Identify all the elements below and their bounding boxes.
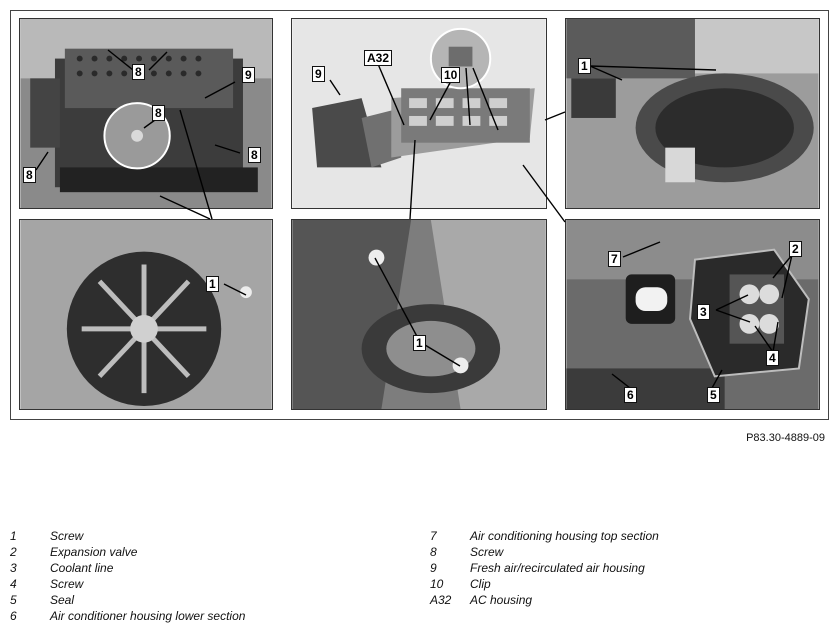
- legend-number: 5: [10, 593, 17, 607]
- callout-label: 4: [766, 350, 779, 366]
- legend-number: 10: [430, 577, 444, 591]
- legend-text: Fresh air/recirculated air housing: [470, 561, 645, 575]
- callout-label: A32: [364, 50, 393, 66]
- legend-text: Clip: [470, 577, 491, 591]
- callout-label: 8: [152, 105, 165, 121]
- photo-panel-bottom-right: [565, 219, 820, 410]
- callout-label: 5: [707, 387, 720, 403]
- photo-panel-bottom-middle: [291, 219, 547, 410]
- callout-label: 8: [132, 64, 145, 80]
- legend-number: 6: [10, 609, 17, 623]
- legend-item: 8 Screw: [430, 544, 659, 560]
- legend-number: 2: [10, 545, 17, 559]
- legend-text: Seal: [50, 593, 75, 607]
- legend-text: Screw: [50, 577, 84, 591]
- legend-number: 1: [10, 529, 17, 543]
- legend-number: 7: [430, 529, 437, 543]
- legend-item: 2 Expansion valve: [10, 544, 245, 560]
- callout-label: 6: [624, 387, 637, 403]
- legend-number: A32: [430, 593, 452, 607]
- legend-item: 1 Screw: [10, 528, 245, 544]
- callout-label: 1: [413, 335, 426, 351]
- legend-item: 5 Seal: [10, 592, 245, 608]
- photo-panel-top-left: [19, 18, 273, 209]
- legend-right: 7 Air conditioning housing top section 8 S…: [430, 528, 659, 608]
- legend-item: 3 Coolant line: [10, 560, 245, 576]
- blower-wheel-photo: [20, 220, 272, 409]
- legend-text: Expansion valve: [50, 545, 138, 559]
- legend-text: Screw: [470, 545, 504, 559]
- expansion-valve-photo: [566, 220, 819, 409]
- callout-label: 7: [608, 251, 621, 267]
- legend-item: 10 Clip: [430, 576, 659, 592]
- photo-panel-top-middle: [291, 18, 547, 209]
- callout-label: 1: [206, 276, 219, 292]
- legend-number: 4: [10, 577, 17, 591]
- legend-item: A32 AC housing: [430, 592, 659, 608]
- housing-photo: [20, 19, 272, 208]
- legend-item: 9 Fresh air/recirculated air housing: [430, 560, 659, 576]
- housing-interior-photo: [292, 220, 546, 409]
- callout-label: 9: [242, 67, 255, 83]
- photo-panel-top-right: [565, 18, 820, 209]
- legend-text: Air conditioner housing lower section: [50, 609, 246, 623]
- legend-text: Coolant line: [50, 561, 114, 575]
- callout-label: 3: [697, 304, 710, 320]
- ac-housing-photo: [292, 19, 546, 208]
- callout-label: 10: [441, 67, 461, 83]
- legend-text: AC housing: [470, 593, 533, 607]
- legend-item: 4 Screw: [10, 576, 245, 592]
- callout-label: 9: [312, 66, 325, 82]
- photo-panel-bottom-left: [19, 219, 273, 410]
- legend-item: 6 Air conditioner housing lower section: [10, 608, 245, 624]
- legend-number: 3: [10, 561, 17, 575]
- callout-label: 2: [789, 241, 802, 257]
- blower-housing-photo: [566, 19, 819, 208]
- legend-number: 9: [430, 561, 437, 575]
- legend-text: Air conditioning housing top section: [470, 529, 659, 543]
- legend-text: Screw: [50, 529, 84, 543]
- legend-item: 7 Air conditioning housing top section: [430, 528, 659, 544]
- callout-label: 8: [248, 147, 261, 163]
- legend-number: 8: [430, 545, 437, 559]
- callout-label: 1: [578, 58, 591, 74]
- callout-label: 8: [23, 167, 36, 183]
- figure-reference: P83.30-4889-09: [746, 432, 825, 444]
